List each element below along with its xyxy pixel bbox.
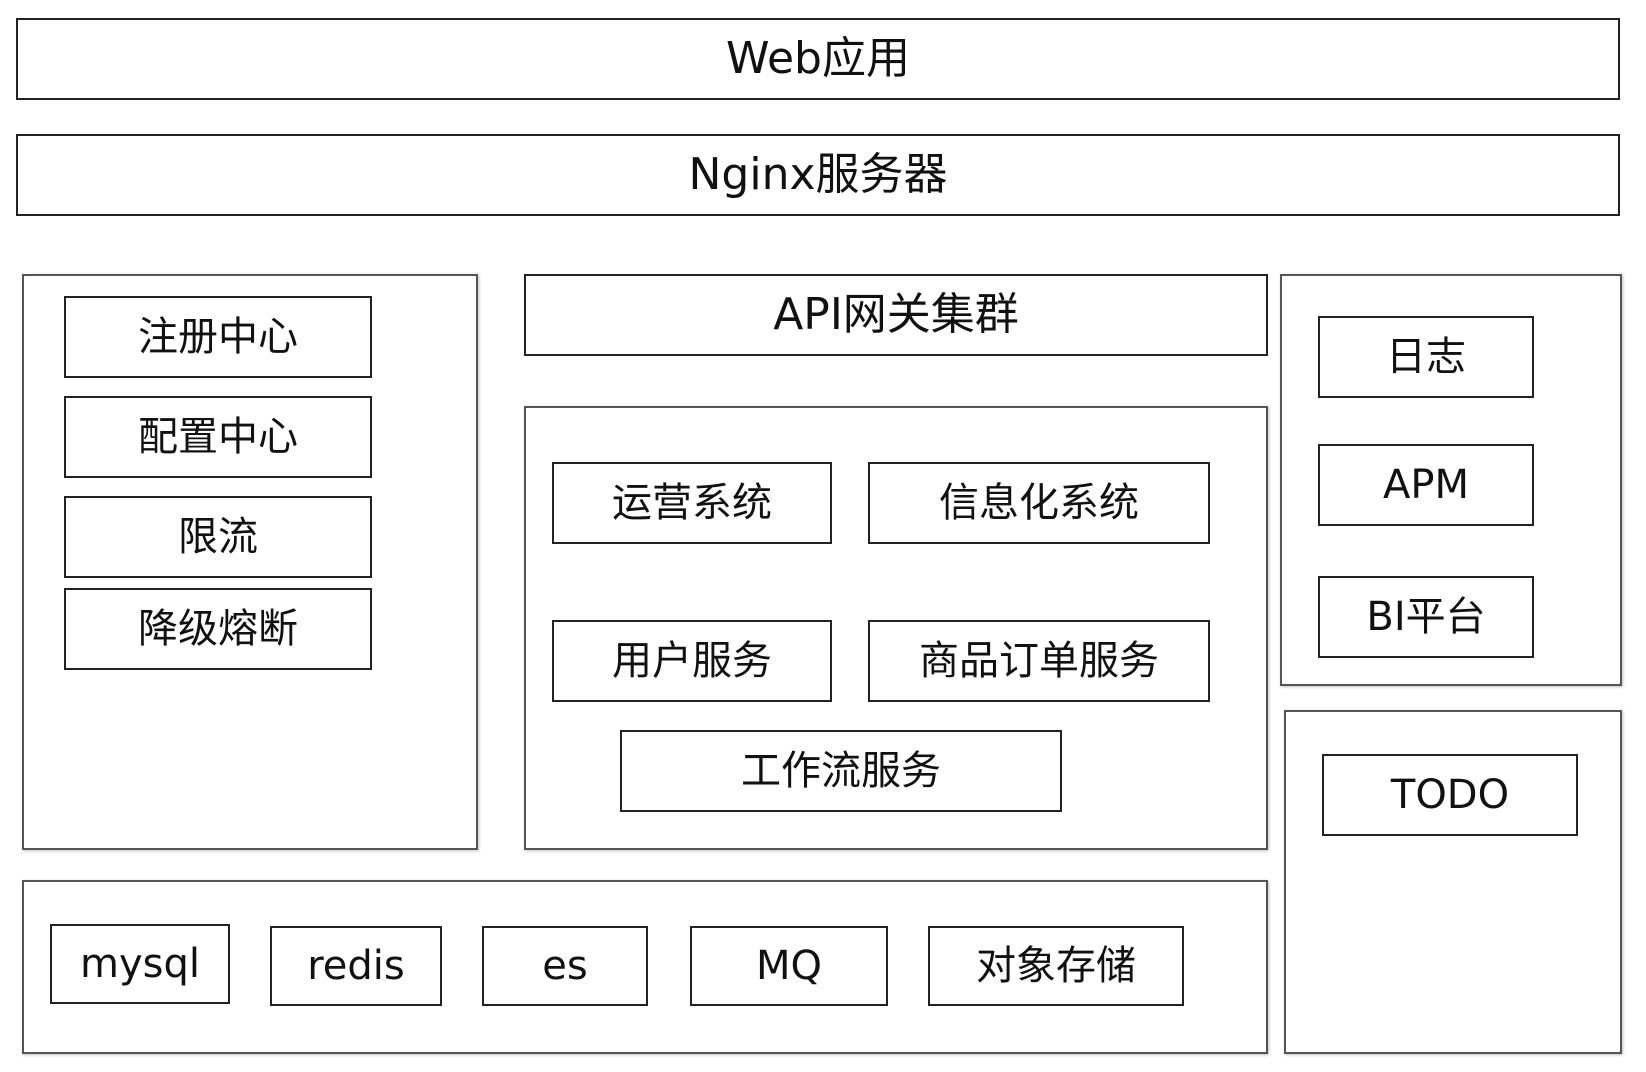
circuit-breaker-label: 降级熔断 <box>138 606 298 652</box>
rate-limit-box: 限流 <box>64 496 372 578</box>
config-center-box: 配置中心 <box>64 396 372 478</box>
product-order-service-label: 商品订单服务 <box>919 638 1159 684</box>
registry-center-box: 注册中心 <box>64 296 372 378</box>
web-app-layer: Web应用 <box>16 18 1620 100</box>
web-app-label: Web应用 <box>726 33 910 84</box>
mysql-box: mysql <box>50 924 230 1004</box>
nginx-layer: Nginx服务器 <box>16 134 1620 216</box>
bi-platform-box: BI平台 <box>1318 576 1534 658</box>
informatization-system-label: 信息化系统 <box>939 480 1139 526</box>
object-storage-box: 对象存储 <box>928 926 1184 1006</box>
todo-label: TODO <box>1390 772 1510 818</box>
mq-box: MQ <box>690 926 888 1006</box>
informatization-system-box: 信息化系统 <box>868 462 1210 544</box>
log-label: 日志 <box>1386 334 1466 380</box>
api-gateway-label: API网关集群 <box>773 289 1019 340</box>
workflow-service-box: 工作流服务 <box>620 730 1062 812</box>
todo-box: TODO <box>1322 754 1578 836</box>
apm-label: APM <box>1383 462 1469 508</box>
user-service-label: 用户服务 <box>612 638 772 684</box>
bi-platform-label: BI平台 <box>1366 594 1486 640</box>
object-storage-label: 对象存储 <box>976 943 1136 989</box>
operations-system-box: 运营系统 <box>552 462 832 544</box>
workflow-service-label: 工作流服务 <box>741 748 941 794</box>
product-order-service-box: 商品订单服务 <box>868 620 1210 702</box>
config-center-label: 配置中心 <box>138 414 298 460</box>
circuit-breaker-box: 降级熔断 <box>64 588 372 670</box>
es-box: es <box>482 926 648 1006</box>
nginx-label: Nginx服务器 <box>688 149 948 200</box>
user-service-box: 用户服务 <box>552 620 832 702</box>
apm-box: APM <box>1318 444 1534 526</box>
registry-center-label: 注册中心 <box>138 314 298 360</box>
mq-label: MQ <box>756 943 822 989</box>
redis-label: redis <box>307 943 405 989</box>
redis-box: redis <box>270 926 442 1006</box>
es-label: es <box>542 943 588 989</box>
api-gateway-box: API网关集群 <box>524 274 1268 356</box>
mysql-label: mysql <box>80 941 200 987</box>
log-box: 日志 <box>1318 316 1534 398</box>
operations-system-label: 运营系统 <box>612 480 772 526</box>
rate-limit-label: 限流 <box>178 514 258 560</box>
